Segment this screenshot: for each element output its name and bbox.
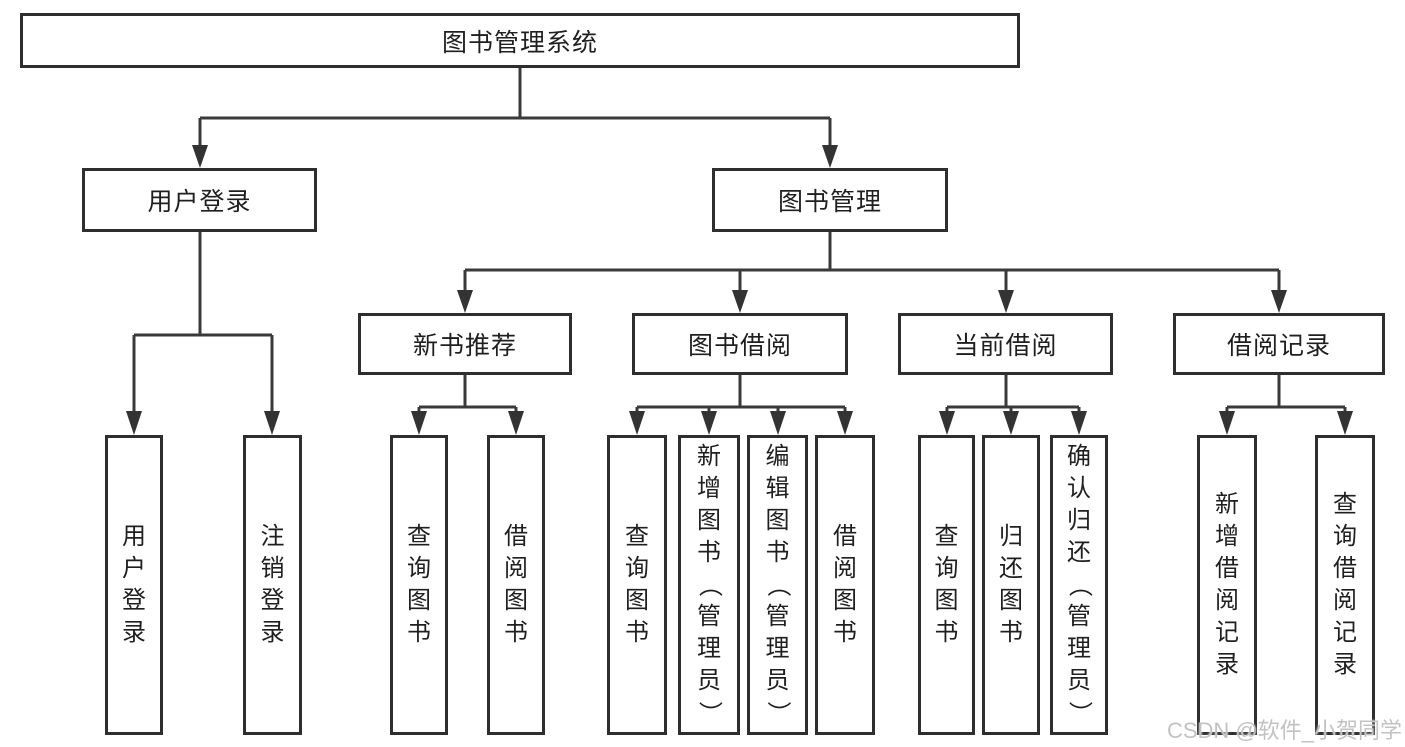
arrowheads xyxy=(126,145,1353,435)
leaf-borrow-books-recommend: 借阅图书 xyxy=(487,435,545,735)
node-label: 注销登录 xyxy=(260,523,285,646)
node-label: 借阅图书 xyxy=(504,523,528,646)
node-label: 查询图书 xyxy=(625,523,649,646)
node-current-borrow: 当前借阅 xyxy=(898,313,1113,375)
leaf-return-books: 归还图书 xyxy=(982,435,1040,735)
leaf-add-borrow-record: 新增借阅记录 xyxy=(1197,435,1257,735)
node-label: 用户登录 xyxy=(122,523,146,646)
leaf-add-books-admin: 新增图书（管理员） xyxy=(678,435,740,735)
leaf-user-login: 用户登录 xyxy=(105,435,163,735)
node-label: 借阅图书 xyxy=(833,523,857,646)
node-label: 编辑图书（管理员） xyxy=(764,443,792,725)
node-new-book-recommend: 新书推荐 xyxy=(358,313,572,375)
leaf-borrow-books: 借阅图书 xyxy=(815,435,875,735)
node-label: 借阅记录 xyxy=(1226,332,1331,360)
node-label: 图书借阅 xyxy=(687,332,792,360)
node-book-management: 图书管理 xyxy=(712,168,948,232)
leaf-confirm-return-admin: 确认归还（管理员） xyxy=(1050,435,1108,735)
leaf-query-books-recommend: 查询图书 xyxy=(390,435,448,735)
leaf-edit-books-admin: 编辑图书（管理员） xyxy=(747,435,808,735)
node-label: 新书推荐 xyxy=(412,332,517,360)
node-book-borrow: 图书借阅 xyxy=(632,313,848,375)
node-label: 查询借阅记录 xyxy=(1333,491,1357,678)
node-label: 图书管理 xyxy=(777,188,882,216)
node-root-library-system: 图书管理系统 xyxy=(20,13,1020,68)
csdn-watermark: CSDN @软件_小贺同学 xyxy=(1166,718,1402,743)
node-borrow-records: 借阅记录 xyxy=(1173,313,1385,375)
node-label: 新增图书（管理员） xyxy=(696,443,723,725)
node-user-login: 用户登录 xyxy=(82,168,317,232)
leaf-query-books-current: 查询图书 xyxy=(918,435,975,735)
node-label: 当前借阅 xyxy=(953,332,1058,360)
node-label: 确认归还（管理员） xyxy=(1066,443,1093,725)
leaf-logout: 注销登录 xyxy=(243,435,302,735)
node-label: 归还图书 xyxy=(999,523,1023,646)
node-label: 图书管理系统 xyxy=(441,28,598,57)
node-label: 查询图书 xyxy=(934,523,959,646)
node-label: 新增借阅记录 xyxy=(1215,491,1239,678)
leaf-query-books-borrow: 查询图书 xyxy=(607,435,667,735)
leaf-query-borrow-record: 查询借阅记录 xyxy=(1315,435,1375,735)
node-label: 用户登录 xyxy=(147,188,252,216)
node-label: 查询图书 xyxy=(407,523,431,646)
